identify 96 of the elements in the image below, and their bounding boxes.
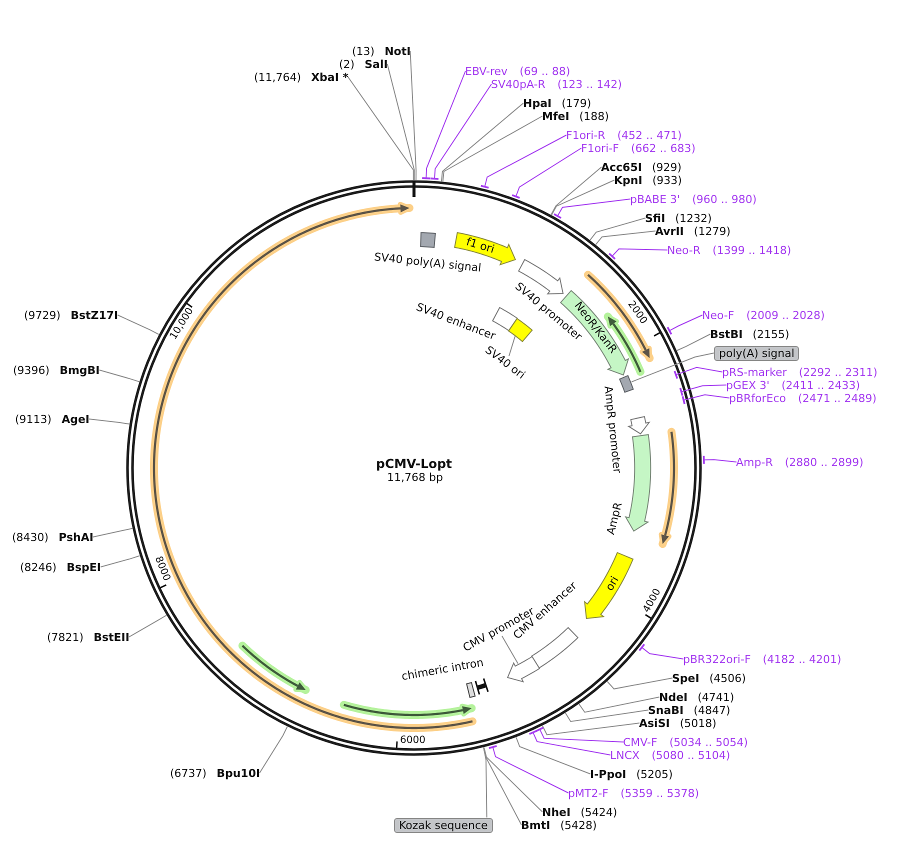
restriction-site-label: HpaI (179)	[523, 96, 592, 110]
primer-label: pBR322ori-F (4182 .. 4201)	[683, 652, 842, 666]
leader-line	[410, 50, 417, 180]
leader-line	[430, 84, 492, 180]
feature-tag: Kozak sequence	[394, 818, 493, 832]
leader-line	[440, 102, 524, 182]
leader-line	[100, 555, 140, 568]
restriction-site-label: SpeI (4506)	[672, 672, 746, 684]
feature-block	[508, 318, 532, 342]
primer-label: F1ori-F (662 .. 683)	[581, 142, 696, 154]
plasmid-length: 11,768 bp	[387, 470, 443, 484]
restriction-site-label: (9396) BmgBI	[13, 364, 100, 376]
leader-line	[638, 643, 684, 660]
leader-line	[482, 747, 522, 826]
leader-line	[259, 726, 288, 774]
leader-line	[508, 336, 516, 356]
leader-line	[442, 116, 543, 182]
leader-line	[564, 710, 649, 722]
restriction-site-label: (8430) PshAI	[12, 530, 94, 544]
scale-label: 8000	[151, 554, 172, 584]
leader-line	[511, 148, 582, 199]
leader-line	[98, 370, 140, 382]
feature-label: ori	[602, 574, 622, 593]
restriction-site-label: (6737) Bpu10I	[170, 766, 260, 780]
leader-line	[578, 696, 660, 713]
leader-line	[92, 528, 133, 538]
restriction-site-label: (2) SalI	[339, 58, 388, 70]
restriction-site-label: BmtI (5428)	[521, 818, 597, 832]
leader-line	[606, 678, 673, 690]
leader-line	[553, 198, 631, 219]
leader-line	[516, 736, 591, 774]
primer-label: CMV-F (5034 .. 5054)	[623, 736, 748, 748]
leader-line	[674, 366, 723, 380]
primer-label: pGEX 3' (2411 .. 2433)	[726, 378, 860, 392]
leader-line	[631, 352, 714, 382]
primer-label: pBRforEco (2471 .. 2489)	[729, 392, 877, 404]
restriction-site-label: Acc65I (929)	[601, 160, 682, 174]
primer-label: Neo-R (1399 .. 1418)	[667, 244, 792, 256]
leader-line	[551, 180, 615, 216]
restriction-site-label: (9113) AgeI	[15, 412, 90, 426]
leader-line	[528, 730, 611, 756]
restriction-site-label: I-PpoI (5205)	[590, 768, 673, 780]
restriction-site-label: (11,764) XbaI *	[254, 70, 349, 84]
restriction-site-label: KpnI (933)	[614, 174, 682, 186]
scale-label: 6000	[399, 734, 425, 748]
feature-label: chimeric intron	[400, 656, 485, 684]
leader-line	[480, 134, 567, 189]
primer-label: pMT2-F (5359 .. 5378)	[568, 786, 700, 800]
restriction-site-label: AsiSI (5018)	[639, 716, 716, 730]
restriction-site-label: (8246) BspEI	[20, 560, 101, 574]
leader-line	[550, 166, 602, 216]
pointed-feature-block	[506, 656, 540, 682]
primer-label: EBV-rev (69 .. 88)	[465, 64, 570, 78]
leader-line	[421, 70, 466, 180]
primer-label: pRS-marker (2292 .. 2311)	[722, 366, 878, 378]
leader-line	[484, 746, 543, 812]
leader-line	[590, 218, 646, 241]
restriction-site-label: (9729) BstZ17I	[24, 308, 118, 322]
primer-label: Neo-F (2009 .. 2028)	[702, 308, 825, 322]
leader-line	[535, 726, 624, 742]
restriction-site-label: AvrII (1279)	[655, 224, 730, 238]
plasmid-name: pCMV-Lopt	[376, 456, 452, 470]
restriction-site-label: SfiI (1232)	[645, 212, 712, 224]
leader-line	[386, 64, 415, 180]
leader-line	[666, 314, 703, 336]
primer-label: F1ori-R (452 .. 471)	[566, 128, 682, 142]
restriction-site-label: NdeI (4741)	[659, 690, 734, 704]
restriction-site-label: SnaBI (4847)	[648, 704, 730, 716]
restriction-site-label: MfeI (188)	[542, 110, 609, 122]
feature-label: AmpR	[604, 500, 624, 536]
leader-line	[88, 418, 130, 425]
primer-label: Amp-R (2880 .. 2899)	[736, 456, 864, 468]
leader-line	[542, 722, 640, 736]
leader-line	[488, 745, 569, 794]
restriction-site-label: (13) NotI	[352, 44, 411, 58]
feature-label: AmpR promoter	[601, 386, 624, 474]
primer-label: pBABE 3' (960 .. 980)	[630, 192, 757, 206]
feature-block	[619, 374, 634, 393]
primer-label: LNCX (5080 .. 5104)	[610, 748, 730, 762]
leader-line	[676, 334, 711, 351]
restriction-site-label: BstBI (2155)	[710, 328, 790, 340]
leader-line	[128, 614, 167, 638]
leader-line	[348, 76, 414, 180]
restriction-site-label: NheI (5424)	[542, 806, 618, 818]
leader-line	[483, 746, 488, 818]
leader-line	[595, 230, 656, 246]
scale-label: 4000	[640, 586, 664, 616]
feature-tag: poly(A) signal	[714, 346, 800, 360]
leader-line	[682, 394, 730, 405]
leader-line	[502, 636, 518, 664]
leader-line	[608, 248, 668, 260]
restriction-site-label: (7821) BstEII	[47, 630, 130, 644]
primer-label: SV40pA-R (123 .. 142)	[491, 78, 622, 90]
leader-line	[679, 384, 727, 397]
leader-line	[117, 314, 160, 335]
leader-line	[702, 454, 737, 465]
